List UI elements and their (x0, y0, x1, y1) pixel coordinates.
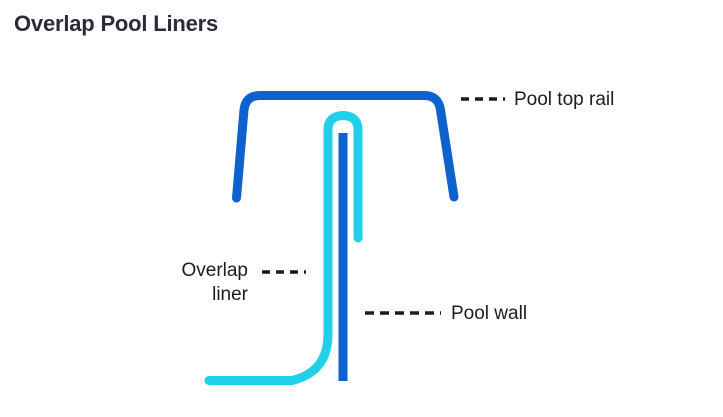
overlap-liner-shape (204, 111, 363, 385)
annotation-label-pool-wall: Pool wall (451, 303, 528, 324)
annotation-label-overlap-liner-line2: liner (212, 284, 248, 306)
annotation-label-overlap-liner-line1: Overlap (181, 260, 248, 281)
annotation-label-overlap-liner: Overlap liner (156, 259, 248, 308)
page-title: Overlap Pool Liners (14, 11, 219, 36)
annotation-label-pool-top-rail: Pool top rail (514, 89, 615, 110)
pool-top-rail-shape (232, 91, 459, 203)
